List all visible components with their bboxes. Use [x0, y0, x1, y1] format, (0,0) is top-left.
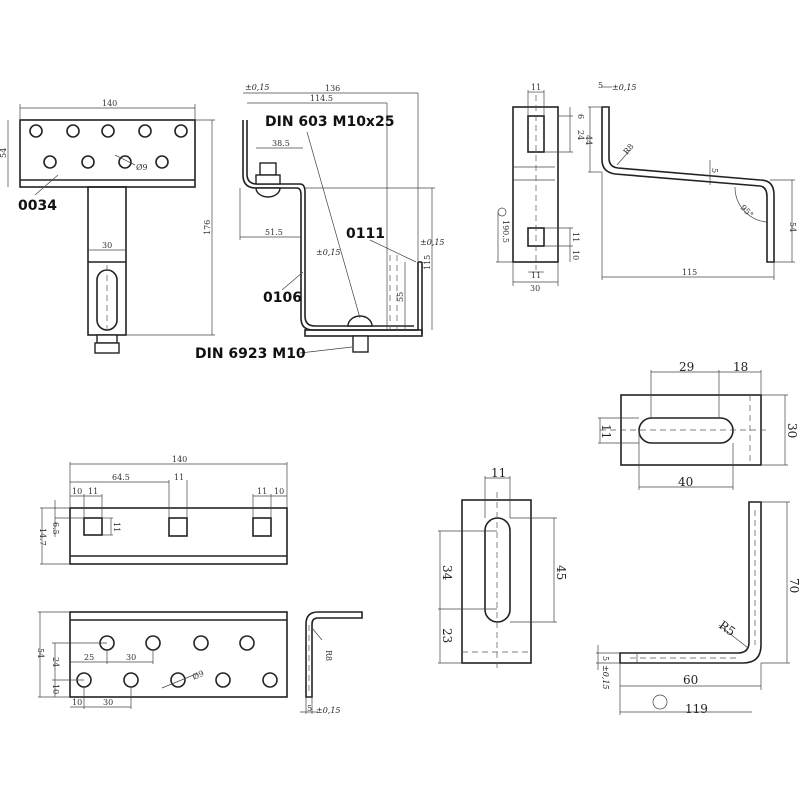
- dim-mid-square: 11: [174, 473, 184, 482]
- dim-left-height: 44: [584, 135, 593, 145]
- dim-square-offset: 6.5: [51, 522, 60, 535]
- dim-height: 54: [36, 648, 45, 658]
- dim-offset: 64.5: [112, 473, 130, 482]
- dim-height: 70: [787, 578, 800, 593]
- label-din-603: DIN 603 M10x25: [265, 114, 394, 130]
- dim-slot-width: 11: [531, 83, 541, 92]
- dim-slot-length: 40: [678, 475, 693, 489]
- dim-step: 5: [710, 168, 719, 173]
- part-label-0106: 0106: [263, 290, 302, 306]
- view-t-bracket: 140 54 30 176 Ø9 0034: [0, 99, 215, 354]
- dim-sq-offset: 10: [571, 250, 580, 260]
- dim-edge-left: 10: [72, 487, 82, 496]
- dim-sq: 11: [571, 232, 580, 242]
- dim-thickness: 5: [598, 81, 603, 90]
- view-assembly: 136 114.5 38.5 51.5 ±0,15 ±0,15 ±0,15 11…: [195, 83, 445, 362]
- dim-p2: 30: [103, 698, 113, 707]
- tolerance: ±0,15: [316, 706, 341, 715]
- dim-plate-width: 30: [530, 284, 540, 293]
- dim-width: 140: [102, 99, 117, 108]
- part-label-0034: 0034: [18, 198, 57, 214]
- dim-edge: 10: [51, 684, 60, 694]
- dim-stem: 30: [102, 241, 112, 250]
- dim-thickness: 5: [601, 656, 610, 661]
- view-rail-front: 54 24 10 25 30 10 30 Ø9 R8 5 ±0,15: [36, 611, 363, 715]
- dim-top: 6: [576, 114, 585, 119]
- dim-length: 115: [682, 268, 697, 277]
- dim-overall: 136: [325, 84, 340, 93]
- label-din-6923: DIN 6923 M10: [195, 346, 306, 362]
- dim-115: 115: [423, 255, 432, 270]
- dim-55: 55: [396, 292, 405, 302]
- dim-height: 54: [788, 222, 797, 232]
- dim-51-5: 51.5: [265, 228, 283, 237]
- radius: R8: [324, 650, 333, 661]
- dim-total: 119: [685, 702, 708, 716]
- dim-x1: 25: [84, 653, 94, 662]
- dim-length: 140: [172, 455, 187, 464]
- tolerance-top: ±0,15: [245, 83, 270, 92]
- dim-slot: 11: [491, 466, 506, 480]
- dim-height: 30: [785, 423, 799, 438]
- dim-bottom-width: 11: [531, 271, 541, 280]
- dim-slot: 11: [599, 424, 613, 439]
- dim-total: 176: [203, 220, 212, 235]
- holes: [76, 635, 278, 688]
- dim-hole: Ø9: [191, 669, 205, 682]
- dim-38-5: 38.5: [272, 139, 290, 148]
- dim-height: 54: [0, 148, 8, 158]
- dim-18: 18: [733, 360, 748, 374]
- dim-p1: 30: [126, 653, 136, 662]
- dim-slot-height: 24: [576, 130, 585, 140]
- dim-29: 29: [679, 360, 694, 374]
- part-label-0111: 0111: [346, 226, 385, 242]
- dim-length: 60: [683, 673, 698, 687]
- view-slot-plate: 29 18 30 11 40: [598, 360, 799, 490]
- dim-x2: 10: [72, 698, 82, 707]
- tolerance: ±0,15: [601, 665, 610, 690]
- dim-row: 24: [51, 657, 60, 667]
- view-z-profile: 5 ±0,15 44 R8 5 95° 54 115: [584, 81, 797, 280]
- dim-inner: 114.5: [310, 94, 333, 103]
- mounting-holes: [29, 124, 188, 169]
- view-front-plate: 11 6 24 190.5 11 10 11 30: [496, 83, 585, 293]
- dim-square-height: 11: [112, 522, 121, 532]
- dim-45: 45: [554, 565, 568, 580]
- dim-190-5: 190.5: [501, 220, 510, 243]
- tolerance: ±0,15: [612, 83, 637, 92]
- dim-height: 14.7: [38, 528, 47, 546]
- diameter-symbol-icon: [652, 694, 668, 710]
- dim-23: 23: [440, 628, 454, 643]
- dim-edge-right: 10: [274, 487, 284, 496]
- dim-34: 34: [440, 565, 454, 581]
- tolerance-middle: ±0,15: [316, 248, 341, 257]
- dim-square-left: 11: [88, 487, 98, 496]
- view-slot-vertical: 11 45 34 23: [438, 466, 568, 670]
- dim-hole: Ø9: [136, 163, 148, 172]
- dim-square-right: 11: [257, 487, 267, 496]
- dim-thickness: 5: [307, 704, 312, 713]
- view-rail-top: 140 64.5 11 10 11 11 10 14.7 6.5 11: [38, 455, 288, 565]
